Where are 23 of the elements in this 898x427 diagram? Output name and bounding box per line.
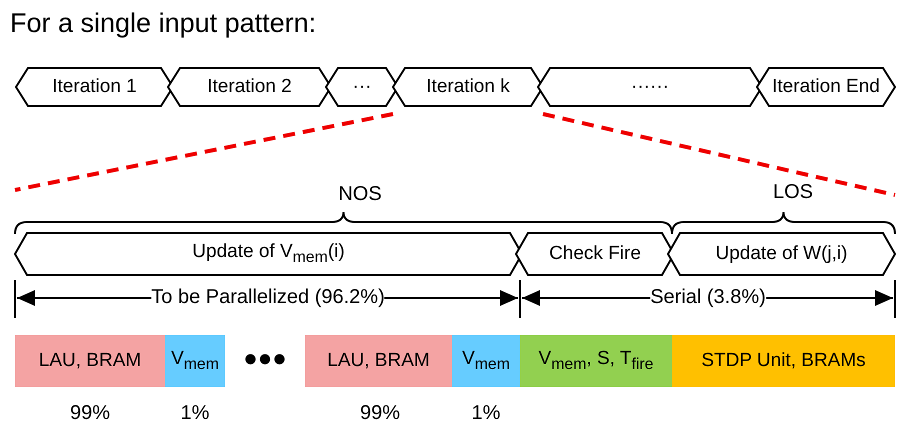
percentage-label: 99%: [360, 402, 400, 425]
process-hexagon: Iteration End: [757, 68, 895, 106]
process-hexagon: Update of W(j,i): [668, 233, 895, 275]
process-hexagon: ······: [538, 68, 762, 106]
title: For a single input pattern:: [10, 8, 316, 39]
process-hexagon: ···: [326, 68, 398, 106]
percentage-label: 99%: [70, 402, 110, 425]
hardware-block: LAU, BRAM: [15, 335, 165, 387]
process-hexagon: Iteration 1: [16, 68, 173, 106]
ellipsis-dots: ●●●: [243, 345, 287, 373]
brace-label: LOS: [772, 181, 814, 204]
hardware-block: V$_{mem}$: [165, 335, 225, 387]
process-hexagon: Iteration k: [393, 68, 543, 106]
hardware-block: V$_{mem}$, S, T$_{fire}$: [520, 335, 672, 387]
hardware-block: LAU, BRAM: [305, 335, 452, 387]
percentage-label: 1%: [180, 402, 210, 425]
hardware-block: V$_{mem}$: [452, 335, 520, 387]
hardware-block: STDP Unit, BRAMs: [672, 335, 895, 387]
brace-label: NOS: [338, 183, 382, 206]
percentage-label: 1%: [472, 402, 500, 425]
dimension-label: Serial (3.8%): [650, 286, 766, 309]
process-hexagon: Check Fire: [516, 233, 674, 275]
dimension-label: To be Parallelized (96.2%): [151, 286, 385, 309]
